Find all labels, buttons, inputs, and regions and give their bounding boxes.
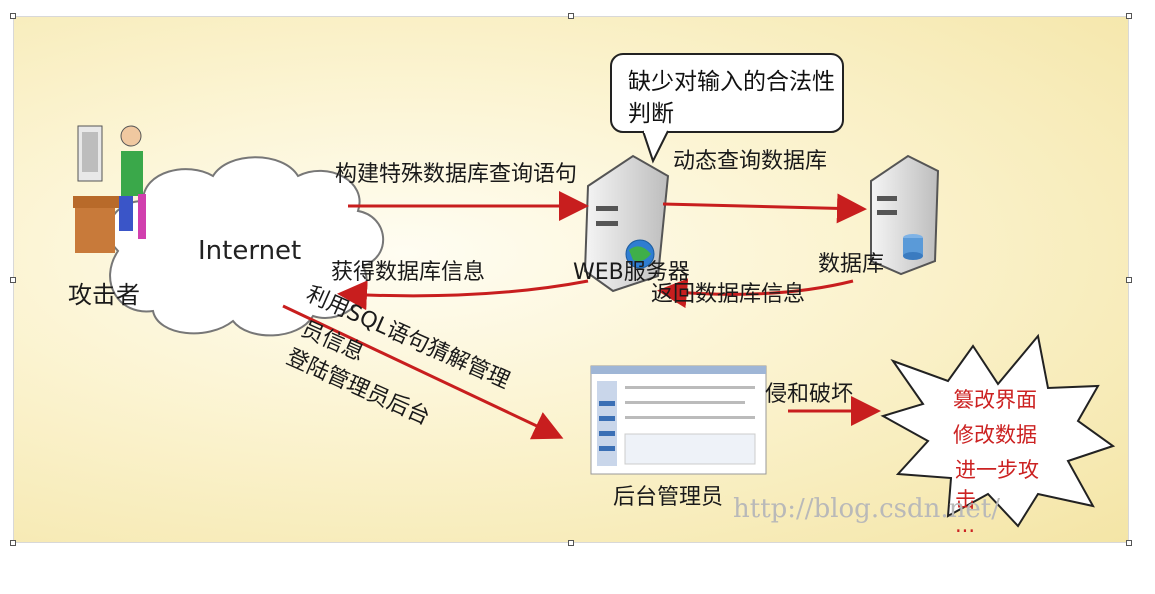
- result-line-4: 击: [955, 488, 976, 512]
- web-server-icon: [583, 154, 670, 293]
- resize-handle-bottom-right[interactable]: [1126, 540, 1132, 546]
- arrow-label-dynamic-query: 动态查询数据库: [673, 149, 828, 174]
- watermark: http://blog.csdn.net/: [733, 494, 1000, 524]
- result-line-1: 篡改界面: [953, 388, 1037, 412]
- web-server-label: WEB服务器: [573, 260, 690, 285]
- attacker-label: 攻击者: [68, 281, 140, 309]
- internet-label: Internet: [198, 236, 302, 266]
- resize-handle-top[interactable]: [568, 13, 574, 19]
- database-label: 数据库: [818, 252, 885, 277]
- resize-handle-right[interactable]: [1126, 277, 1132, 283]
- callout-text: 缺少对输入的合法性判断: [628, 69, 835, 127]
- result-line-3: 进一步攻: [955, 458, 1039, 482]
- resize-handle-left[interactable]: [10, 277, 16, 283]
- arrow-label-return-info: 返回数据库信息: [651, 282, 806, 307]
- result-line-2: 修改数据: [953, 423, 1037, 447]
- attacker-computer-icon: [73, 125, 146, 253]
- callout-bubble: [610, 53, 844, 164]
- resize-handle-bottom-left[interactable]: [10, 540, 16, 546]
- result-line-5: ...: [955, 513, 976, 537]
- internet-cloud-icon: [107, 156, 385, 337]
- resize-handle-top-right[interactable]: [1126, 13, 1132, 19]
- resize-handle-bottom[interactable]: [568, 540, 574, 546]
- arrow-label-get-info: 获得数据库信息: [331, 260, 486, 285]
- arrows: [282, 191, 881, 440]
- admin-label: 后台管理员: [613, 485, 724, 510]
- diagram-graphics: [73, 53, 1116, 528]
- arrow-label-build-query: 构建特殊数据库查询语句: [335, 162, 578, 187]
- arrow-label-intrusion: 侵和破坏: [765, 382, 854, 407]
- database-server-icon: [870, 154, 940, 276]
- resize-handle-top-left[interactable]: [10, 13, 16, 19]
- explosion-shape: [880, 333, 1116, 528]
- admin-page-thumbnail: [590, 365, 767, 475]
- diagram-canvas: Internet 攻击者 缺少对输入的合法性判断 构建特殊数据库查询语句 动态查…: [13, 16, 1129, 543]
